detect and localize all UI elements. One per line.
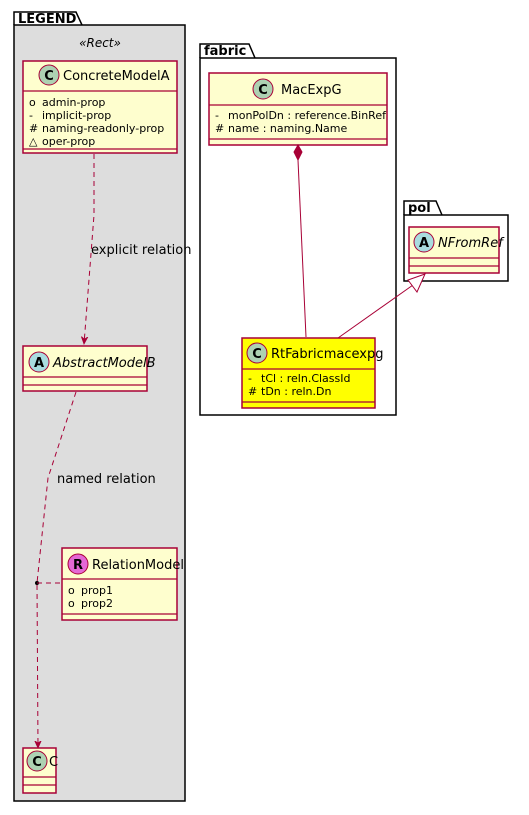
generalization-arrow-icon bbox=[407, 273, 426, 293]
attr-text: implicit-prop bbox=[42, 109, 111, 122]
explicit-relation-edge bbox=[84, 154, 95, 344]
relation-circle-icon bbox=[67, 553, 89, 575]
class-concrete-model-a[interactable]: C ConcreteModelA o admin-prop - implicit… bbox=[22, 60, 178, 154]
class-circle-letter: A bbox=[419, 236, 429, 251]
attr-vis: - bbox=[248, 372, 252, 385]
attr-vis: # bbox=[248, 385, 257, 398]
class-circle-letter: C bbox=[252, 347, 262, 362]
attr-text: prop1 bbox=[81, 584, 113, 597]
class-circle-letter: C bbox=[32, 755, 42, 770]
composition-edge bbox=[297, 159, 307, 338]
abstract-circle-icon bbox=[413, 231, 435, 253]
explicit-relation-label: explicit relation bbox=[91, 243, 191, 258]
class-name: RelationModel bbox=[92, 558, 184, 573]
class-name: RtFabricmacexpg bbox=[271, 347, 383, 362]
class-circle-icon bbox=[252, 78, 274, 100]
attr-text: tDn : reln.Dn bbox=[261, 385, 331, 398]
attr-text: prop2 bbox=[81, 597, 113, 610]
attr-text: naming-readonly-prop bbox=[42, 122, 164, 135]
named-relation-label: named relation bbox=[57, 472, 156, 487]
abstract-circle-icon bbox=[28, 351, 50, 373]
attr-vis: # bbox=[215, 122, 224, 135]
pol-package-tab bbox=[403, 200, 443, 216]
attr-vis: # bbox=[29, 122, 38, 135]
class-circle-icon bbox=[38, 64, 60, 86]
fabric-package-tab bbox=[199, 43, 256, 59]
class-name: C bbox=[49, 755, 58, 770]
fabric-package-title: fabric bbox=[204, 44, 246, 59]
attr-text: monPolDn : reference.BinRef bbox=[228, 109, 387, 122]
class-circle-icon bbox=[246, 342, 268, 364]
legend-package-title: LEGEND bbox=[18, 12, 77, 27]
attr-vis: o bbox=[68, 597, 75, 610]
class-abstract-model-b[interactable]: A AbstractModelB bbox=[22, 345, 156, 392]
attr-text: oper-prop bbox=[42, 135, 95, 148]
class-relation-model[interactable]: R RelationModel o prop1 o prop2 bbox=[61, 547, 184, 621]
attr-vis: o bbox=[68, 584, 75, 597]
class-circle-letter: C bbox=[258, 83, 268, 98]
class-circle-letter: A bbox=[34, 356, 44, 371]
pol-package-title: pol bbox=[408, 201, 431, 216]
class-n-from-ref[interactable]: A NFromRef bbox=[408, 226, 505, 274]
attr-text: name : naming.Name bbox=[228, 122, 348, 135]
class-name: MacExpG bbox=[281, 83, 342, 98]
legend-stereotype: «Rect» bbox=[79, 36, 121, 50]
class-name: ConcreteModelA bbox=[63, 69, 170, 84]
attr-vis: △ bbox=[29, 135, 38, 148]
class-name: AbstractModelB bbox=[52, 356, 156, 371]
named-relation-edge bbox=[37, 391, 77, 748]
class-circle-icon bbox=[26, 750, 48, 772]
class-name: NFromRef bbox=[438, 236, 505, 251]
class-circle-letter: R bbox=[73, 558, 83, 573]
class-rt-fabricmacexpg[interactable]: C RtFabricmacexpg - tCl : reln.ClassId #… bbox=[241, 337, 383, 409]
generalization-edge bbox=[337, 284, 414, 339]
legend-package-body bbox=[13, 24, 186, 802]
attr-text: admin-prop bbox=[42, 96, 105, 109]
legend-package-tab bbox=[13, 11, 83, 26]
attr-vis: - bbox=[215, 109, 219, 122]
attr-text: tCl : reln.ClassId bbox=[261, 372, 351, 385]
class-mac-exp-g[interactable]: C MacExpG - monPolDn : reference.BinRef … bbox=[208, 72, 388, 146]
class-circle-letter: C bbox=[44, 69, 54, 84]
attr-vis: o bbox=[29, 96, 36, 109]
legend-package: LEGEND «Rect» bbox=[13, 11, 186, 802]
composition-diamond-icon bbox=[293, 143, 303, 162]
attr-vis: - bbox=[29, 109, 33, 122]
class-c[interactable]: C C bbox=[22, 747, 58, 794]
